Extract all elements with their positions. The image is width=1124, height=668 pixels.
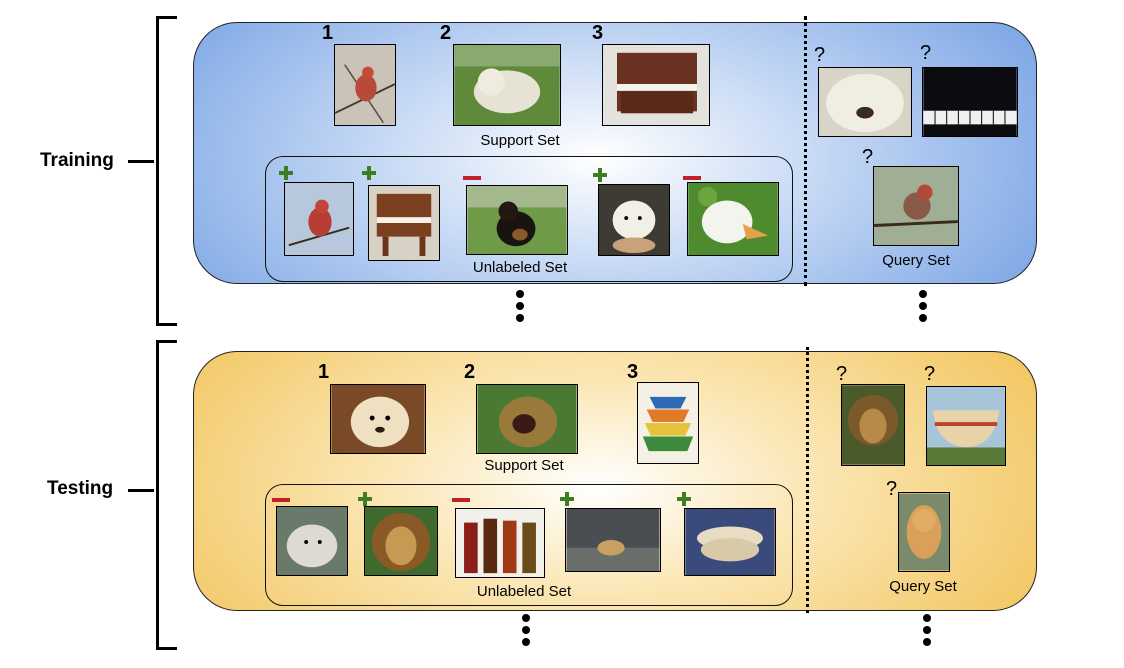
testing-query-golden-retriever-image	[898, 492, 950, 572]
training-class-number-1: 1	[322, 22, 334, 44]
training-unlabeled-box	[265, 156, 793, 282]
testing-query-mark-3: ?	[886, 478, 898, 500]
testing-support-stacked-bowls-image	[637, 382, 699, 464]
training-support-sheepdog-image	[453, 44, 561, 126]
plus-icon	[560, 492, 574, 506]
vertical-ellipsis-icon	[923, 614, 931, 650]
training-class-number-3: 3	[592, 22, 604, 44]
training-query-piano-image	[922, 67, 1018, 137]
testing-class-number-3: 3	[627, 361, 639, 383]
training-support-caption: Support Set	[480, 132, 560, 149]
vertical-ellipsis-icon	[522, 614, 530, 650]
training-query-mark-1: ?	[814, 44, 826, 66]
training-query-caption: Query Set	[882, 252, 950, 269]
testing-unlabeled-beer-bottles-image	[455, 508, 545, 578]
training-query-finch-image	[873, 166, 959, 246]
plus-icon	[593, 168, 607, 182]
testing-label-tick	[128, 489, 154, 492]
testing-divider	[806, 347, 809, 613]
training-unlabeled-duck-image	[687, 182, 779, 256]
training-unlabeled-piano-image	[368, 185, 440, 261]
training-unlabeled-black-dog-image	[466, 185, 568, 255]
plus-icon	[358, 492, 372, 506]
training-label-tick	[128, 160, 154, 163]
training-query-mark-3: ?	[862, 146, 874, 168]
testing-bracket	[156, 340, 177, 650]
training-class-number-2: 2	[440, 22, 452, 44]
testing-unlabeled-bowls-image	[684, 508, 776, 576]
minus-icon	[683, 176, 701, 180]
plus-icon	[677, 492, 691, 506]
vertical-ellipsis-icon	[516, 290, 524, 326]
training-unlabeled-caption: Unlabeled Set	[472, 259, 568, 276]
vertical-ellipsis-icon	[919, 290, 927, 326]
minus-icon	[452, 498, 470, 502]
testing-unlabeled-caption: Unlabeled Set	[476, 583, 572, 600]
testing-support-roaring-lion-image	[476, 384, 578, 454]
testing-query-mark-1: ?	[836, 363, 848, 385]
testing-unlabeled-wolf-image	[276, 506, 348, 576]
training-bracket	[156, 16, 177, 326]
training-support-finch-image	[334, 44, 396, 126]
testing-class-number-1: 1	[318, 361, 330, 383]
training-support-piano-image	[602, 44, 710, 126]
testing-query-bowl-image	[926, 386, 1006, 466]
testing-support-caption: Support Set	[484, 457, 564, 474]
testing-label: Testing	[47, 478, 114, 499]
testing-support-golden-retriever-image	[330, 384, 426, 454]
testing-class-number-2: 2	[464, 361, 476, 383]
testing-unlabeled-box	[265, 484, 793, 606]
training-divider	[804, 16, 807, 286]
plus-icon	[279, 166, 293, 180]
training-unlabeled-white-puppy-image	[598, 184, 670, 256]
minus-icon	[463, 176, 481, 180]
training-query-white-dog-image	[818, 67, 912, 137]
minus-icon	[272, 498, 290, 502]
training-query-mark-2: ?	[920, 42, 932, 64]
testing-unlabeled-lion-image	[364, 506, 438, 576]
plus-icon	[362, 166, 376, 180]
testing-query-mark-2: ?	[924, 363, 936, 385]
testing-query-lion-image	[841, 384, 905, 466]
training-unlabeled-finch-image	[284, 182, 354, 256]
testing-query-caption: Query Set	[889, 578, 957, 595]
training-label: Training	[40, 150, 114, 171]
testing-unlabeled-dog-walking-image	[565, 508, 661, 572]
